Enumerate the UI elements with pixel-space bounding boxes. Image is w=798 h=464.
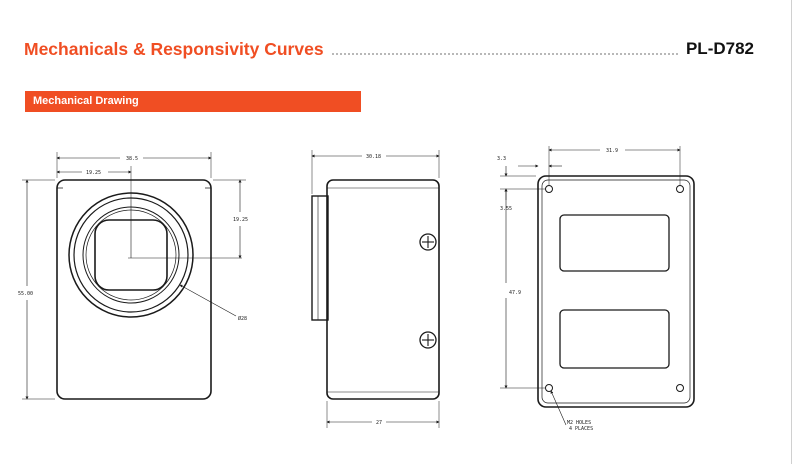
dotted-leader — [331, 53, 678, 55]
front-width-dim: 38.5 — [126, 156, 138, 162]
back-connector-panel-bottom — [559, 309, 670, 369]
front-height-dim: 55.00 — [18, 291, 33, 297]
section-banner: Mechanical Drawing — [25, 91, 361, 112]
side-bottom-depth-dim: 27 — [376, 420, 382, 426]
back-body-outline — [537, 175, 695, 408]
side-depth-dim: 30.18 — [366, 154, 381, 160]
side-screw-bottom-icon — [419, 331, 437, 349]
mount-hole-top-left — [545, 185, 553, 193]
front-view — [22, 152, 246, 400]
front-half-height-dim: 19.25 — [233, 217, 248, 223]
side-screw-top-icon — [419, 233, 437, 251]
back-hole-spacing-x-dim: 31.9 — [606, 148, 618, 154]
front-half-width-dim: 19.25 — [86, 170, 101, 176]
back-connector-panel-top — [559, 214, 670, 272]
back-hole-spacing-y-dim: 47.9 — [509, 290, 521, 296]
side-body-outline — [326, 179, 440, 400]
side-view — [311, 150, 440, 428]
front-body-outline — [56, 179, 212, 400]
back-view — [500, 146, 695, 426]
back-side-offset-dim: 3.55 — [500, 206, 512, 212]
page-title: Mechanicals & Responsivity Curves — [24, 38, 324, 59]
section-label: Mechanical Drawing — [33, 95, 139, 107]
front-diameter-dim: Ø28 — [238, 315, 247, 322]
model-name: PL-D782 — [685, 39, 754, 58]
mount-hole-bottom-left — [545, 384, 553, 392]
page-edge-rule — [791, 0, 792, 464]
back-top-offset-dim: 3.3 — [497, 156, 506, 162]
back-note-line1: M2 HOLES — [567, 420, 591, 426]
mount-hole-top-right — [676, 185, 684, 193]
mechanical-drawing: 38.5 19.25 19.25 55.00 Ø28 3 — [18, 146, 695, 432]
mount-hole-bottom-right — [676, 384, 684, 392]
side-lens-mount — [311, 195, 329, 321]
page-header: Mechanicals & Responsivity Curves PL-D78… — [24, 34, 754, 64]
back-note-line2: 4 PLACES — [569, 426, 593, 432]
